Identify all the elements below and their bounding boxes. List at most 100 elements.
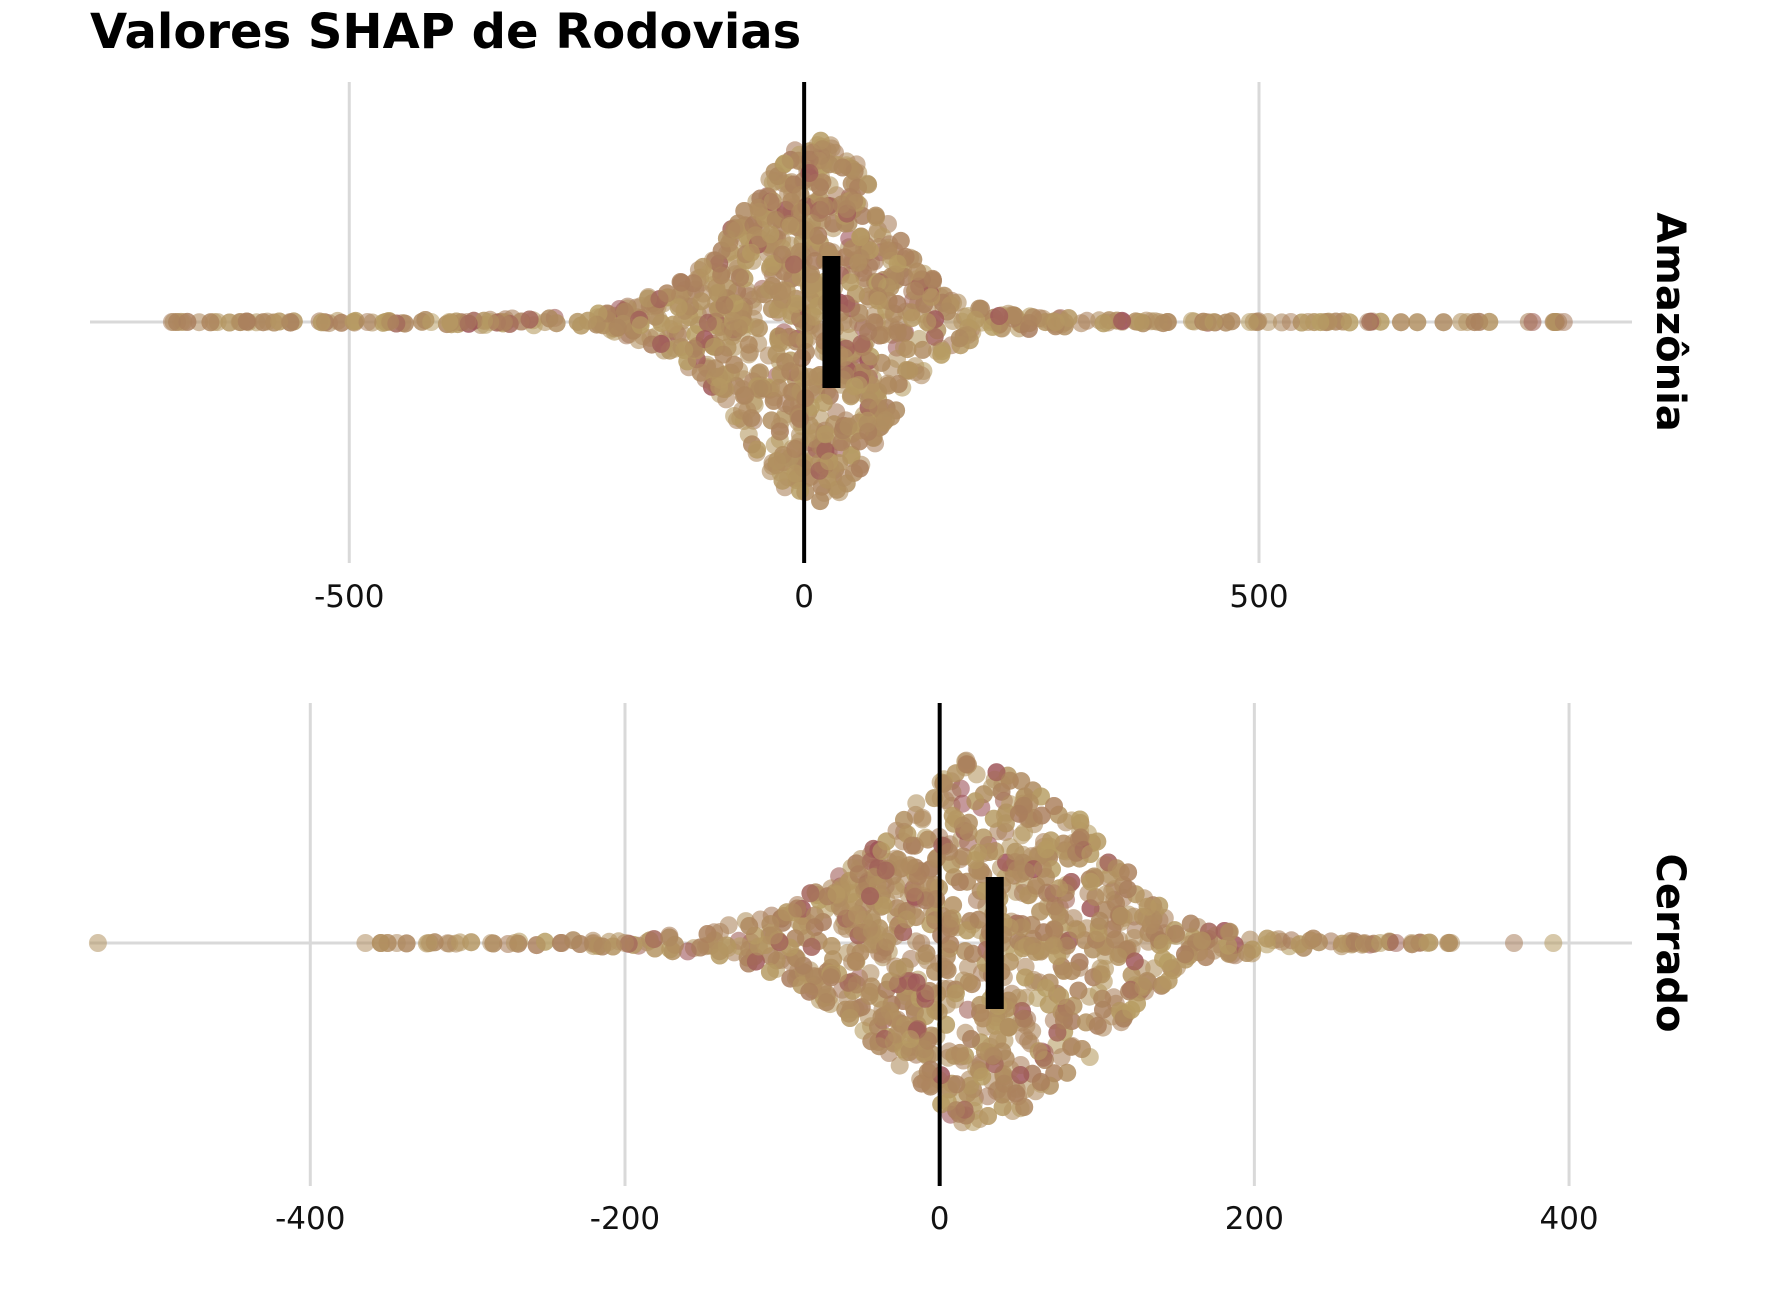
- outlier-point: [458, 313, 477, 331]
- data-point: [1015, 1027, 1034, 1046]
- data-point: [736, 386, 755, 405]
- data-point: [918, 1063, 937, 1081]
- data-point: [959, 973, 978, 992]
- outlier-point: [481, 313, 500, 331]
- data-point: [1051, 907, 1069, 926]
- data-point: [1031, 1073, 1050, 1091]
- data-point: [691, 363, 710, 382]
- data-point: [579, 311, 597, 330]
- median-bar: [985, 877, 1004, 1009]
- data-point: [938, 961, 957, 980]
- outlier-point: [1371, 934, 1390, 952]
- data-point: [1090, 911, 1109, 930]
- data-point: [1068, 920, 1087, 939]
- data-point: [1023, 308, 1042, 327]
- data-point: [859, 175, 878, 194]
- data-point: [1062, 962, 1081, 981]
- data-point: [746, 952, 765, 971]
- outlier-point: [482, 934, 501, 952]
- data-point: [1014, 796, 1033, 815]
- data-point: [907, 973, 926, 992]
- data-point: [672, 273, 691, 292]
- data-point: [1164, 961, 1183, 980]
- data-point: [849, 253, 868, 272]
- data-point: [820, 155, 839, 174]
- data-point: [874, 896, 893, 915]
- data-point: [999, 1018, 1018, 1037]
- median-bar: [822, 256, 841, 388]
- data-point: [845, 191, 864, 210]
- data-point: [1031, 902, 1050, 921]
- data-point: [888, 323, 907, 342]
- data-point: [1038, 883, 1056, 902]
- data-point: [1007, 1084, 1026, 1103]
- data-point: [811, 492, 830, 511]
- data-point: [966, 792, 985, 811]
- data-point: [1122, 966, 1141, 985]
- data-point: [950, 329, 969, 348]
- data-point: [817, 993, 836, 1012]
- data-point: [966, 851, 985, 870]
- data-point: [712, 266, 731, 285]
- data-point: [1301, 931, 1320, 950]
- data-point: [691, 938, 710, 957]
- data-point: [898, 340, 917, 359]
- data-point: [775, 154, 794, 173]
- data-point: [1106, 930, 1124, 949]
- data-point: [1046, 313, 1065, 331]
- data-point: [1122, 1000, 1141, 1019]
- data-point: [760, 962, 779, 981]
- outlier-point: [494, 313, 513, 331]
- data-point: [749, 198, 768, 217]
- data-point: [962, 1030, 981, 1048]
- data-point: [1051, 987, 1070, 1006]
- x-tick-label: 200: [1225, 1201, 1284, 1237]
- data-point: [858, 414, 877, 433]
- data-point: [859, 322, 878, 341]
- data-point: [1081, 872, 1100, 891]
- data-point: [1181, 914, 1200, 933]
- outlier-point: [1442, 934, 1461, 952]
- data-point: [710, 377, 729, 396]
- data-point: [897, 910, 916, 929]
- data-point: [801, 884, 820, 903]
- data-point: [1017, 862, 1036, 881]
- data-point: [800, 982, 819, 1001]
- data-point: [876, 411, 895, 430]
- data-point: [1054, 1005, 1073, 1024]
- data-point: [1029, 1042, 1048, 1061]
- data-point: [1058, 1063, 1077, 1082]
- data-point: [872, 353, 891, 372]
- data-point: [851, 228, 870, 247]
- data-point: [1011, 1066, 1030, 1084]
- outlier-point: [419, 934, 438, 952]
- outlier-point: [281, 313, 300, 331]
- data-point: [791, 185, 810, 204]
- outlier-point: [505, 934, 524, 952]
- data-point: [1070, 810, 1089, 829]
- data-point: [725, 355, 744, 374]
- data-point: [731, 268, 749, 287]
- data-point: [887, 1025, 906, 1044]
- data-point: [841, 387, 860, 406]
- outlier-point: [422, 313, 441, 331]
- outlier-point: [1159, 313, 1177, 331]
- data-point: [751, 363, 769, 382]
- data-point: [944, 896, 963, 915]
- data-point: [1032, 806, 1051, 825]
- data-point: [1093, 989, 1112, 1008]
- data-point: [739, 335, 758, 354]
- data-point: [940, 910, 959, 929]
- data-point: [973, 1067, 992, 1086]
- data-point: [1192, 931, 1211, 950]
- data-point: [900, 856, 919, 875]
- data-point: [918, 830, 937, 849]
- data-point: [951, 1043, 969, 1062]
- data-point: [748, 440, 767, 459]
- data-point: [773, 290, 792, 309]
- data-point: [957, 755, 976, 774]
- data-point: [1138, 897, 1157, 916]
